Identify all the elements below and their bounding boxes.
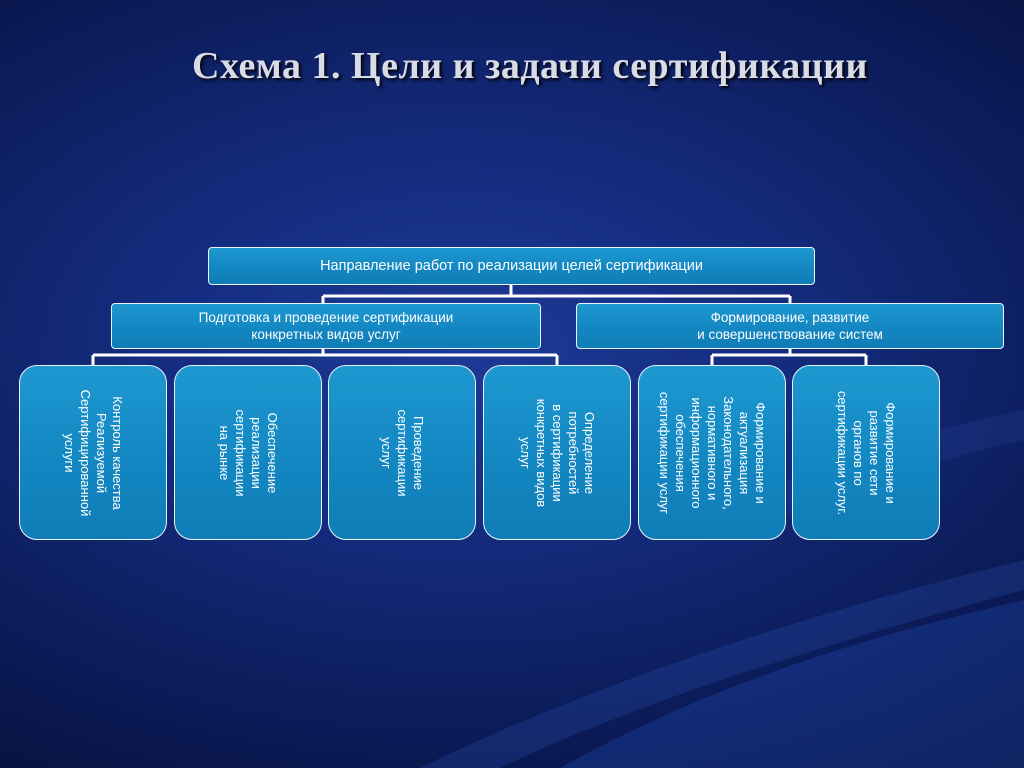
branch-node-label: Формирование, развитие и совершенствован… xyxy=(697,310,883,342)
leaf-node-label: Обеспечение реализации сертификации на р… xyxy=(217,408,280,497)
leaf-node-quality-control: Контроль качества Реализуемой Сертифицир… xyxy=(19,365,167,540)
leaf-node-legislation: Формирование и актуализация Законодатель… xyxy=(638,365,786,540)
leaf-node-conducting: Проведение сертификации услуг xyxy=(328,365,476,540)
leaf-node-label: Формирование и развитие сети органов по … xyxy=(835,390,898,515)
leaf-node-market-support: Обеспечение реализации сертификации на р… xyxy=(174,365,322,540)
leaf-node-needs: Определение потребностей в сертификации … xyxy=(483,365,631,540)
slide-title: Схема 1. Цели и задачи сертификации xyxy=(192,45,868,87)
branch-node-label: Подготовка и проведение сертификации кон… xyxy=(198,310,454,342)
root-node-label: Направление работ по реализации целей се… xyxy=(320,257,703,274)
leaf-node-label: Определение потребностей в сертификации … xyxy=(518,398,597,507)
branch-node-systems: Формирование, развитие и совершенствован… xyxy=(576,303,1004,349)
root-node: Направление работ по реализации целей се… xyxy=(208,247,815,285)
leaf-node-label: Формирование и актуализация Законодатель… xyxy=(657,391,768,514)
branch-node-preparation: Подготовка и проведение сертификации кон… xyxy=(111,303,541,349)
leaf-node-network: Формирование и развитие сети органов по … xyxy=(792,365,940,540)
leaf-node-label: Контроль качества Реализуемой Сертифицир… xyxy=(62,389,125,516)
leaf-node-label: Проведение сертификации услуг xyxy=(379,408,426,497)
